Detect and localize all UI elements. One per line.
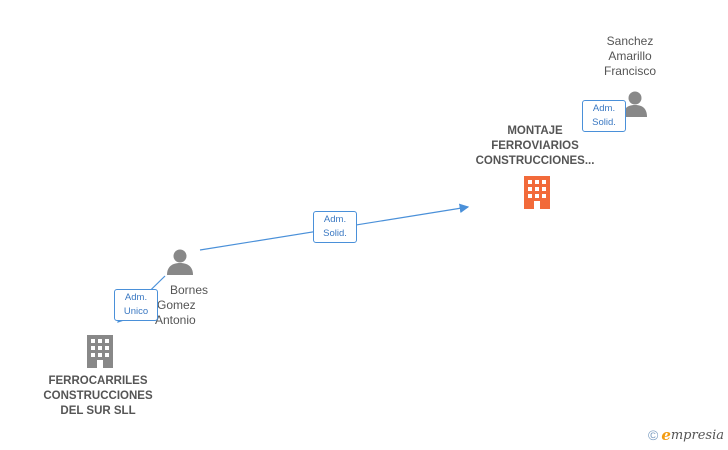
copyright-icon: © — [647, 427, 659, 443]
label-line: Francisco — [603, 64, 656, 78]
node-label-ferrocarriles[interactable]: FERROCARRILES CONSTRUCCIONES DEL SUR SLL — [28, 374, 168, 419]
building-icon-highlighted[interactable] — [521, 175, 553, 210]
node-label-sanchez[interactable]: Sanchez Amarillo Francisco — [590, 34, 670, 79]
label-line: CONSTRUCCIONES... — [475, 155, 595, 167]
tag-line: Adm. — [323, 214, 347, 225]
label-line: Gomez — [157, 298, 196, 312]
label-line: Antonio — [155, 313, 196, 327]
tag-line: Adm. — [124, 292, 148, 303]
tag-line: Solid. — [592, 117, 616, 128]
label-line: FERROVIARIOS — [491, 140, 579, 152]
edge-tag-adm-unico[interactable]: Adm. Unico — [114, 289, 158, 321]
person-icon[interactable] — [166, 248, 194, 276]
label-line: Sanchez — [606, 34, 654, 48]
label-line: Bornes — [170, 283, 209, 297]
edge-tag-adm-solid[interactable]: Adm. Solid. — [313, 211, 357, 243]
label-line: Amarillo — [608, 49, 652, 63]
edge-tag-adm-solid[interactable]: Adm. Solid. — [582, 100, 626, 132]
node-label-montaje[interactable]: MONTAJE FERROVIARIOS CONSTRUCCIONES... — [455, 124, 615, 169]
brand-name: mpresia — [670, 427, 724, 443]
label-line: FERROCARRILES — [48, 375, 148, 387]
tag-line: Adm. — [592, 103, 616, 114]
person-icon[interactable] — [622, 90, 648, 118]
label-line: MONTAJE — [507, 125, 563, 137]
tag-line: Unico — [123, 306, 149, 317]
tag-line: Solid. — [323, 228, 347, 239]
brand-logo-initial: e — [661, 426, 671, 444]
label-line: CONSTRUCCIONES — [43, 390, 153, 402]
node-label-bornes[interactable]: Bornes Gomez Antonio — [150, 283, 210, 328]
building-icon[interactable] — [84, 334, 116, 369]
label-line: DEL SUR SLL — [60, 405, 136, 417]
